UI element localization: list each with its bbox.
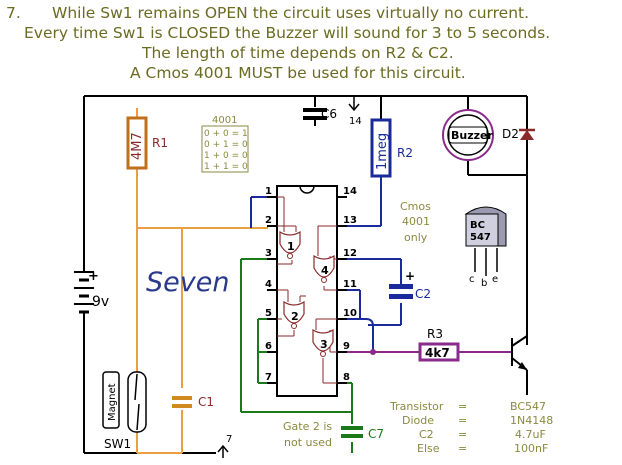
r1-value: 4M7 bbox=[130, 132, 145, 160]
instructions-heading: 7. While Sw1 remains OPEN the circuit us… bbox=[0, 0, 622, 90]
pin-label: 6 bbox=[265, 341, 272, 352]
pin14-supply-label: 14 bbox=[348, 96, 362, 127]
bc547-text: BC bbox=[470, 220, 485, 231]
switch-ref: SW1 bbox=[104, 437, 131, 451]
resistor-r1: 4M7 R1 bbox=[126, 116, 168, 170]
resistor-r2: 1meg R2 bbox=[370, 118, 413, 178]
part-eq: = bbox=[458, 414, 467, 427]
part-eq: = bbox=[458, 428, 467, 441]
part-name: Diode bbox=[402, 414, 434, 427]
part-name: Transistor bbox=[389, 400, 444, 413]
pin-c-label: c bbox=[469, 274, 475, 285]
part-value: 100nF bbox=[514, 442, 548, 455]
truth-table: 4001 0 + 0 = 1 0 + 1 = 0 1 + 0 = 0 1 + 1… bbox=[201, 115, 249, 173]
capacitor-c7: C7 bbox=[341, 426, 384, 441]
part-value: 1N4148 bbox=[510, 414, 553, 427]
capacitor-c1: C1 bbox=[172, 395, 214, 409]
battery-plus: + bbox=[88, 269, 99, 284]
pin-label: 14 bbox=[343, 186, 357, 197]
truth-row-1: 0 + 0 = 1 bbox=[204, 129, 248, 139]
truth-row-4: 1 + 1 = 0 bbox=[204, 162, 248, 172]
green-wiring bbox=[240, 258, 353, 453]
truth-table-title: 4001 bbox=[212, 115, 237, 126]
nor-gate-1 bbox=[279, 230, 301, 254]
c7-ref: C7 bbox=[368, 427, 384, 441]
gate-number: 4 bbox=[321, 264, 329, 277]
d2-ref: D2 bbox=[502, 127, 519, 141]
step-number: 7. bbox=[6, 4, 21, 22]
heading-line-4: A Cmos 4001 MUST be used for this circui… bbox=[130, 64, 466, 82]
r3-value: 4k7 bbox=[425, 346, 450, 360]
feedback-wiring bbox=[250, 176, 402, 352]
pin-label: 12 bbox=[343, 248, 357, 259]
r2-value: 1meg bbox=[375, 133, 390, 170]
battery: + 9v bbox=[74, 268, 109, 318]
nor-gate-4 bbox=[313, 254, 335, 278]
battery-value: 9v bbox=[92, 294, 109, 310]
c2-plus: + bbox=[405, 269, 415, 283]
capacitor-c2: + C2 bbox=[389, 269, 431, 301]
reed-switch-sw1: Magnet SW1 bbox=[102, 366, 147, 451]
pin-b-label: b bbox=[481, 278, 487, 289]
heading-line-1: While Sw1 remains OPEN the circuit uses … bbox=[52, 4, 530, 22]
part-value: 4.7uF bbox=[515, 428, 546, 441]
gate2-note-line: Gate 2 is bbox=[283, 420, 332, 433]
parts-list: Transistor = BC547 Diode = 1N4148 C2 = 4… bbox=[389, 400, 553, 455]
r3-ref: R3 bbox=[427, 327, 443, 341]
nor-gate-3 bbox=[312, 328, 334, 352]
c1-ref: C1 bbox=[198, 395, 214, 409]
pin-label: 5 bbox=[265, 308, 272, 319]
gate-number: 2 bbox=[291, 310, 299, 323]
part-eq: = bbox=[458, 400, 467, 413]
gate-number: 3 bbox=[320, 338, 328, 351]
pin-label: 2 bbox=[265, 215, 272, 226]
pin-label: 4 bbox=[265, 279, 272, 290]
base-drive: 4k7 R3 bbox=[347, 327, 512, 362]
diode-d2: D2 bbox=[502, 127, 535, 141]
pin7-label: 7 bbox=[226, 434, 232, 445]
pin-label: 3 bbox=[265, 248, 272, 259]
cmos-note: Cmos 4001 only bbox=[400, 200, 431, 244]
truth-row-3: 1 + 0 = 0 bbox=[204, 151, 248, 161]
pin-label: 13 bbox=[343, 215, 357, 226]
buzzer: Buzzer bbox=[442, 109, 494, 161]
schematic-title-seven: Seven bbox=[146, 267, 229, 298]
pin-label: 7 bbox=[265, 372, 272, 383]
bc547-text: 547 bbox=[470, 232, 491, 243]
pin-e-label: e bbox=[492, 274, 498, 285]
cmos-note-line: only bbox=[404, 231, 428, 244]
nor-gate-2 bbox=[283, 300, 305, 324]
r2-ref: R2 bbox=[397, 146, 413, 160]
part-eq: = bbox=[458, 442, 467, 455]
part-name: C2 bbox=[419, 428, 434, 441]
truth-row-2: 0 + 1 = 0 bbox=[204, 140, 248, 150]
heading-line-3: The length of time depends on R2 & C2. bbox=[142, 44, 454, 62]
c2-ref: C2 bbox=[415, 287, 431, 301]
pin-label: 11 bbox=[343, 279, 357, 290]
gate-number: 1 bbox=[287, 240, 295, 253]
capacitor-c6: C6 bbox=[303, 107, 337, 126]
ic-4001: 1 2 3 4 5 6 7 14 13 12 11 10 9 8 bbox=[265, 185, 357, 397]
buzzer-label: Buzzer bbox=[451, 129, 493, 142]
pin-label: 1 bbox=[265, 186, 272, 197]
cmos-note-line: Cmos bbox=[400, 200, 431, 213]
cmos-note-line: 4001 bbox=[402, 215, 430, 228]
gate2-note: Gate 2 is not used bbox=[283, 420, 332, 449]
pin14-label: 14 bbox=[349, 116, 362, 127]
switch-magnet-text: Magnet bbox=[107, 383, 118, 421]
transistor-symbol bbox=[511, 335, 528, 371]
c6-ref: C6 bbox=[321, 107, 337, 121]
bc547-package: BC 547 c b e bbox=[464, 206, 507, 289]
pin-label: 8 bbox=[343, 372, 350, 383]
part-name: Else bbox=[417, 442, 440, 455]
r1-ref: R1 bbox=[152, 136, 168, 150]
part-value: BC547 bbox=[510, 400, 546, 413]
heading-line-2: Every time Sw1 is CLOSED the Buzzer will… bbox=[24, 24, 551, 42]
gate2-note-line: not used bbox=[284, 436, 332, 449]
pin7-ground-label: 7 bbox=[217, 434, 232, 458]
pin-label: 9 bbox=[343, 341, 350, 352]
pin-label: 10 bbox=[343, 308, 357, 319]
